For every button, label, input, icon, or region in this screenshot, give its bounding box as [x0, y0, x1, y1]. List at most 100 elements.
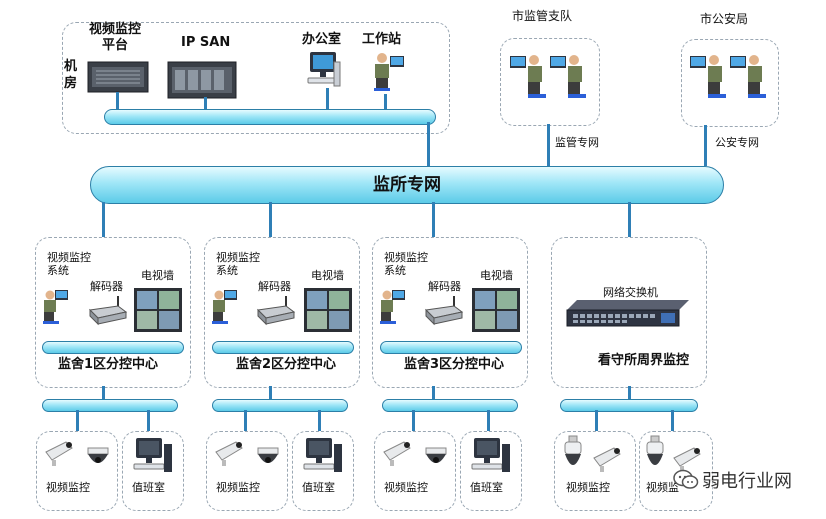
backbone-pipe: 监所专网 [90, 166, 724, 204]
zone2-lower-link [269, 386, 272, 400]
supervision-link-label: 监管专网 [555, 136, 599, 149]
ipsan-server-icon [167, 61, 237, 99]
bullet-camera-icon [673, 447, 701, 472]
perimeter-switch-label: 网络交换机 [603, 286, 658, 299]
bullet-camera-icon [215, 441, 243, 466]
zone2-cam-link [244, 410, 247, 432]
perimeter-cam2-link [671, 410, 674, 432]
zone3-bus [380, 341, 522, 354]
zone2-camera-label: 视频监控 [216, 481, 260, 494]
dome-camera-icon [425, 447, 447, 463]
perimeter-access-bus [560, 399, 698, 412]
bullet-camera-icon [383, 441, 411, 466]
operators-icon [510, 55, 586, 98]
city-supervision-title: 市监管支队 [512, 9, 573, 23]
zone2-duty-label: 值班室 [302, 481, 335, 494]
city-police-title: 市公安局 [700, 12, 749, 26]
city-police-box [681, 39, 779, 127]
zone3-camera-label: 视频监控 [384, 481, 428, 494]
tv-wall-icon [472, 288, 520, 332]
bullet-camera-icon [593, 447, 621, 472]
network-switch-icon [566, 300, 689, 327]
zone3-tvwall-label: 电视墙 [480, 269, 513, 282]
backbone-label: 监所专网 [373, 175, 441, 195]
zone1-camera-box [36, 431, 118, 511]
zone3-cam-link [412, 410, 415, 432]
zone1-decoder-label: 解码器 [90, 280, 123, 293]
zone1-duty-label: 值班室 [132, 481, 165, 494]
zone2-downlink [269, 202, 272, 238]
decoder-icon [88, 296, 128, 326]
police-uplink [704, 125, 707, 166]
zone3-decoder-label: 解码器 [428, 280, 461, 293]
zone1-cam-link [76, 410, 79, 432]
machine-room-link [326, 88, 329, 110]
watermark-text: 弱电行业网 [702, 471, 792, 492]
ipsan-label: IP SAN [181, 35, 231, 50]
zone1-downlink [102, 202, 105, 238]
machine-room-link [204, 97, 207, 110]
zone3-duty-link [487, 410, 490, 432]
machine-room-label: 机 房 [64, 59, 78, 91]
perimeter-lower-link [628, 386, 631, 400]
machine-room-bus [104, 109, 436, 125]
perimeter-cam-link [595, 410, 598, 432]
zone3-lower-link [432, 386, 435, 400]
platform-label: 视频监控 平台 [88, 22, 141, 53]
perimeter-title: 看守所周界监控 [598, 353, 690, 368]
zone2-title: 监舍2区分控中心 [236, 357, 337, 372]
zone3-access-bus [382, 399, 518, 412]
decoder-icon [424, 296, 464, 326]
office-label: 办公室 [302, 32, 342, 47]
operator-icon [43, 290, 68, 324]
workstation-label: 工作站 [362, 32, 402, 47]
zone1-access-bus [42, 399, 178, 412]
machine-room-link [384, 94, 387, 110]
perimeter-downlink [628, 202, 631, 238]
duty-pc-icon [471, 438, 510, 472]
bullet-camera-icon [45, 441, 73, 466]
zone3-downlink [432, 202, 435, 238]
machine-room-uplink [427, 122, 430, 166]
zone3-system-label: 视频监控 系统 [384, 251, 428, 277]
office-pc-icon [307, 52, 341, 87]
machine-room-link [116, 92, 119, 110]
wechat-logo-icon [673, 469, 699, 489]
zone3-title: 监舍3区分控中心 [404, 357, 505, 372]
operator-icon [380, 290, 405, 324]
decoder-icon [256, 296, 296, 326]
zone1-title: 监舍1区分控中心 [58, 357, 159, 372]
zone2-system-label: 视频监控 系统 [216, 251, 260, 277]
operators-icon [690, 55, 766, 98]
zone2-tvwall-label: 电视墙 [311, 269, 344, 282]
zone2-bus [212, 341, 354, 354]
duty-pc-icon [133, 438, 172, 472]
workstation-operator-icon [374, 53, 404, 91]
zone3-camera-box [374, 431, 456, 511]
zone2-decoder-label: 解码器 [258, 280, 291, 293]
dome-camera-icon [257, 447, 279, 463]
zone1-bus [42, 341, 184, 354]
ptz-camera-icon [646, 435, 664, 465]
dome-camera-icon [87, 447, 109, 463]
tv-wall-icon [134, 288, 182, 332]
zone1-camera-label: 视频监控 [46, 481, 90, 494]
zone3-duty-label: 值班室 [470, 481, 503, 494]
zone1-lower-link [102, 386, 105, 400]
ptz-camera-icon [564, 435, 582, 465]
server-icon [87, 61, 149, 93]
duty-pc-icon [303, 438, 342, 472]
tv-wall-icon [304, 288, 352, 332]
zone2-duty-link [318, 410, 321, 432]
supervision-uplink [547, 124, 550, 166]
city-supervision-box [500, 38, 600, 126]
perimeter-camera-label: 视频监控 [566, 481, 610, 494]
zone2-camera-box [206, 431, 288, 511]
police-link-label: 公安专网 [715, 136, 759, 149]
zone2-access-bus [212, 399, 348, 412]
perimeter-camera2-label: 视频监 [646, 481, 679, 494]
zone1-system-label: 视频监控 系统 [47, 251, 91, 277]
zone1-duty-link [147, 410, 150, 432]
operator-icon [212, 290, 237, 324]
zone1-tvwall-label: 电视墙 [141, 269, 174, 282]
